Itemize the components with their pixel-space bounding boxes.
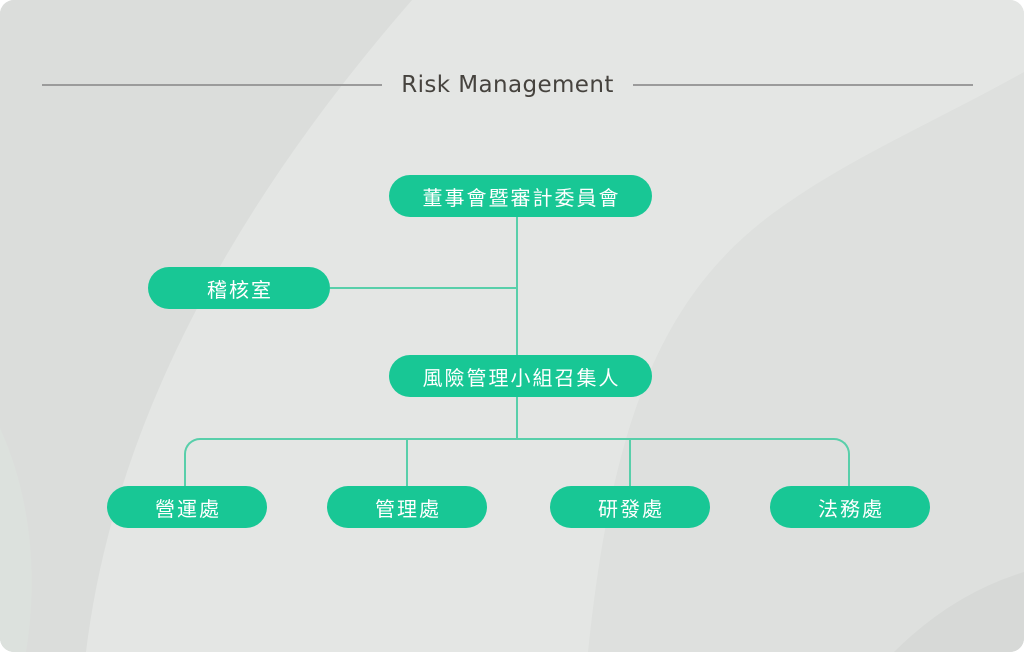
org-node-rnd-division: 研發處 [550, 486, 710, 528]
org-node-legal-label: 法務處 [818, 496, 884, 521]
background-swoosh-left [0, 0, 412, 652]
org-node-operations-label: 營運處 [155, 496, 221, 521]
title-rule-left [42, 84, 383, 86]
background-swoosh-corner [894, 572, 1024, 652]
background-swoosh-bottom-left [0, 428, 32, 652]
connector-convener-to-branch [516, 397, 518, 439]
org-node-board-audit-committee: 董事會暨審計委員會 [389, 175, 652, 217]
connector-branch-rail [184, 438, 850, 486]
org-node-audit-label: 稽核室 [207, 277, 273, 302]
connector-drop-rnd [629, 440, 631, 486]
org-node-audit-office: 稽核室 [148, 267, 330, 309]
org-node-management-division: 管理處 [327, 486, 487, 528]
title-row: Risk Management [42, 71, 973, 99]
org-node-management-label: 管理處 [375, 496, 441, 521]
org-node-rnd-label: 研發處 [598, 496, 664, 521]
org-node-operations-division: 營運處 [107, 486, 267, 528]
connector-drop-management [406, 440, 408, 486]
connector-audit-to-trunk [330, 287, 516, 289]
connector-board-to-convener [516, 217, 518, 355]
org-node-risk-convener: 風險管理小組召集人 [389, 355, 652, 397]
page-title: Risk Management [401, 72, 614, 98]
org-node-convener-label: 風險管理小組召集人 [422, 365, 621, 390]
org-node-legal-division: 法務處 [770, 486, 930, 528]
org-node-board-label: 董事會暨審計委員會 [422, 185, 621, 210]
title-rule-right [632, 84, 973, 86]
